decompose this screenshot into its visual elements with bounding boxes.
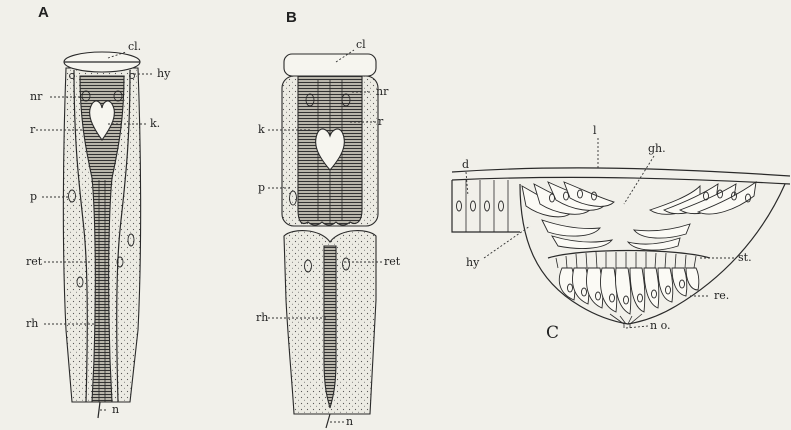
panel-b-cornea — [284, 54, 376, 76]
panel-c-cuticle — [452, 168, 790, 184]
panel-c-label-no: n o. — [650, 319, 671, 332]
panel-c-label-l: l — [593, 124, 597, 137]
panel-c-hypodermis — [452, 180, 520, 232]
panel-a-label-hy: hy — [157, 67, 171, 80]
panel-a-label-nr: nr — [30, 90, 43, 103]
panel-c-vitreous-cells — [522, 182, 756, 250]
panel-a-label-k: k. — [150, 117, 160, 130]
panel-b-letter: B — [286, 9, 297, 26]
panel-b: B cl nr k r p ret rh — [256, 9, 401, 428]
panel-a-label-cl: cl. — [128, 40, 141, 53]
panel-b-label-p: p — [258, 181, 265, 194]
panel-c-rod-layer — [548, 251, 710, 269]
panel-b-nerve — [326, 414, 330, 428]
panel-a-nerve — [98, 402, 100, 418]
panel-b-label-nr: nr — [376, 85, 389, 98]
panel-b-label-n: n — [346, 415, 353, 428]
panel-c-retina-cells — [559, 268, 699, 314]
panel-c-label-st: st. — [738, 251, 752, 264]
panel-c-label-hy: hy — [466, 256, 480, 269]
panel-a-label-r: r — [30, 123, 36, 136]
panel-c-label-re: re. — [714, 289, 729, 302]
panel-a: A cl. hy — [26, 4, 171, 418]
panel-b-label-ret: ret — [384, 255, 401, 268]
panel-b-rhabdom — [324, 246, 336, 408]
panel-a-letter: A — [38, 4, 49, 21]
panel-a-label-n: n — [112, 403, 119, 416]
panel-c-letter: C — [546, 323, 559, 343]
panel-b-label-cl: cl — [356, 38, 366, 51]
panel-c-hypodermis-cells — [457, 180, 509, 232]
panel-a-label-p: p — [30, 190, 37, 203]
panel-c: l gh. d hy st. re. n o. C — [452, 124, 790, 343]
panel-c-label-d: d — [462, 158, 469, 171]
panel-b-label-rh: rh — [256, 311, 268, 324]
panel-b-label-r: r — [378, 115, 384, 128]
panel-a-label-rh: rh — [26, 317, 38, 330]
panel-a-label-ret: ret — [26, 255, 43, 268]
panel-b-label-k: k — [258, 123, 265, 136]
panel-c-label-gh: gh. — [648, 142, 666, 155]
